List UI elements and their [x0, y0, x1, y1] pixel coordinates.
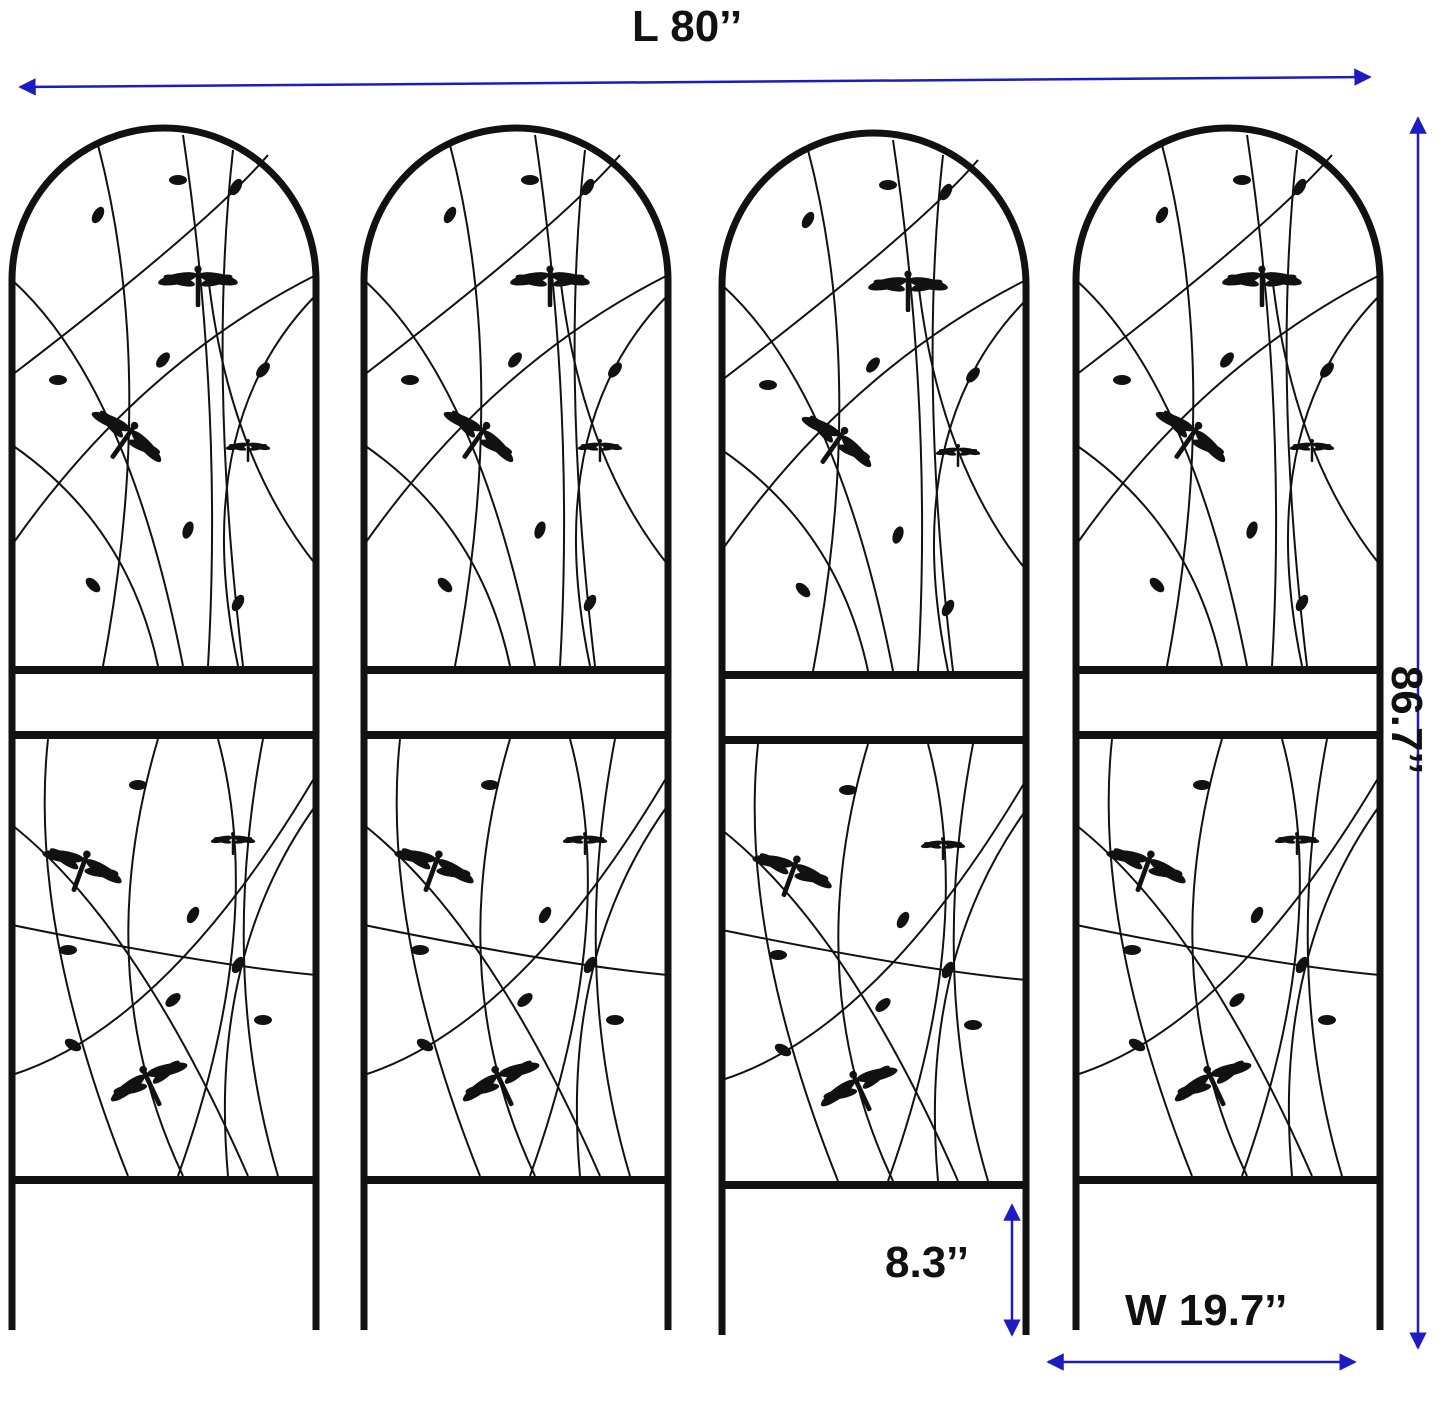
- trellis-panel-3: [722, 133, 1026, 1335]
- trellis-panel-4: [1076, 128, 1380, 1330]
- height-label: 86.7’’: [1382, 665, 1432, 775]
- trellis-panel-2: [364, 128, 668, 1330]
- length-label: L 80’’: [632, 2, 743, 51]
- trellis-panel-1: [12, 128, 316, 1330]
- leg-height-label: 8.3’’: [885, 1238, 969, 1287]
- length-arrow: [18, 68, 1372, 96]
- width-label: W 19.7’’: [1125, 1286, 1288, 1335]
